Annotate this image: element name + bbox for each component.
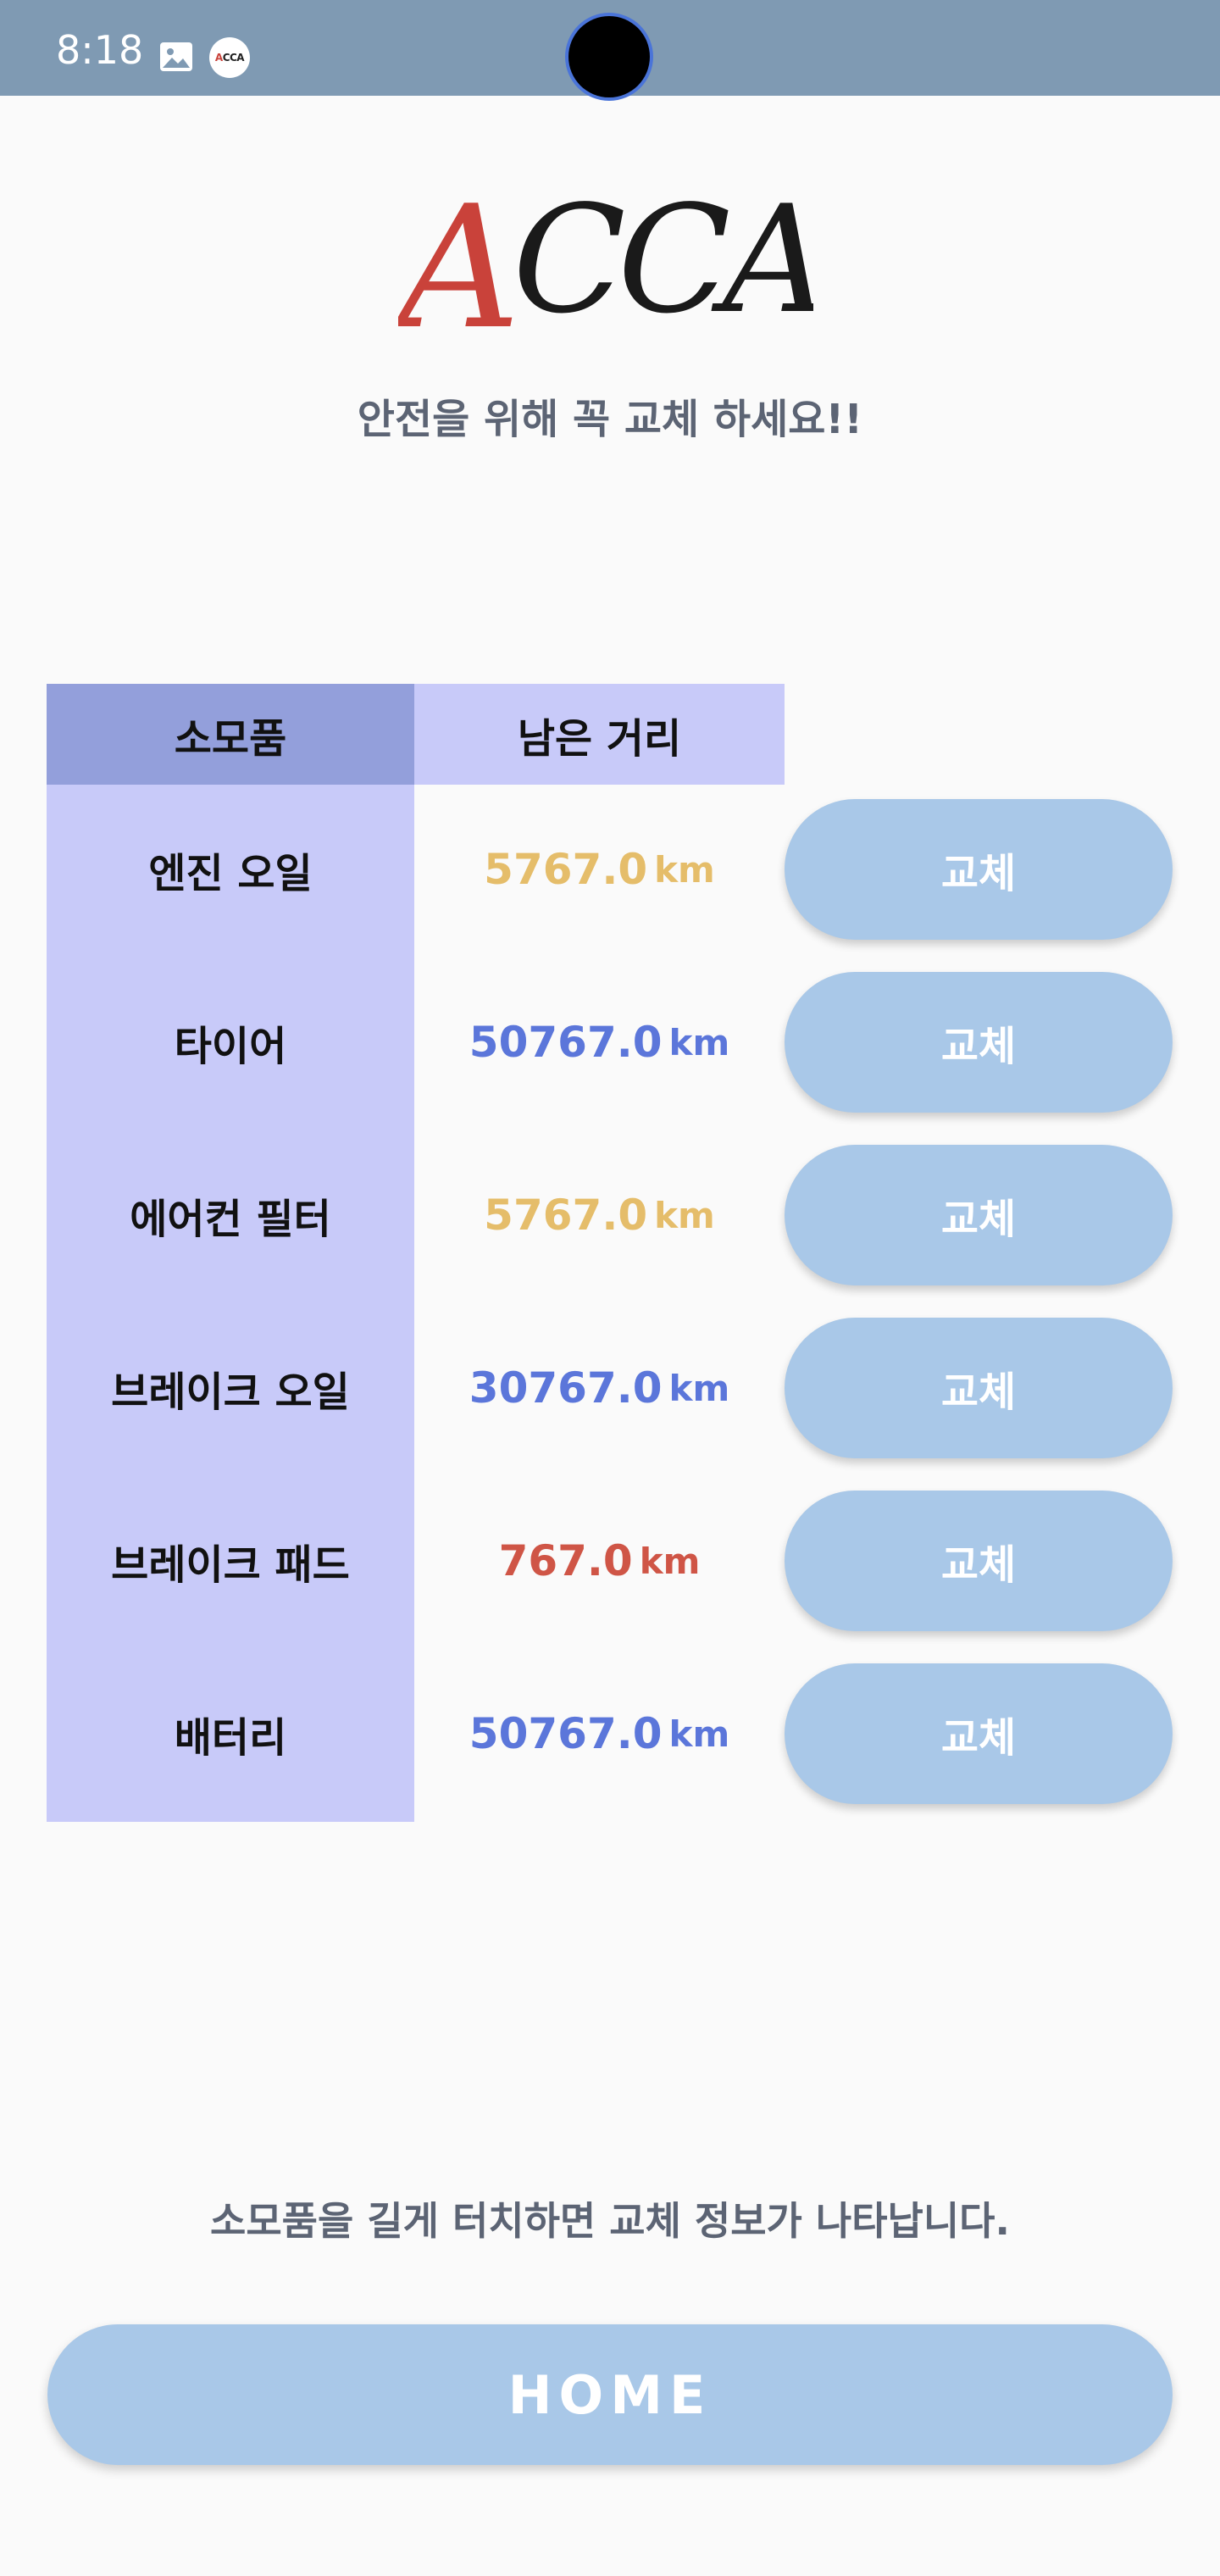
distance-value: 5767.0	[484, 845, 648, 894]
safety-subtitle: 안전을 위해 꼭 교체 하세요!!	[357, 396, 863, 443]
camera-cutout	[568, 16, 650, 97]
column-header-item: 소모품	[47, 684, 414, 785]
logo-letters-cca: CCA	[513, 175, 813, 343]
distance-unit: km	[654, 1194, 715, 1236]
item-name[interactable]: 엔진 오일	[148, 850, 313, 897]
distance-value: 50767.0	[469, 1709, 663, 1758]
distance-unit: km	[654, 848, 715, 891]
column-header-distance: 남은 거리	[414, 684, 785, 785]
item-column-background	[47, 684, 414, 1822]
distance-unit: km	[639, 1540, 701, 1582]
item-name[interactable]: 브레이크 패드	[111, 1541, 350, 1589]
item-name[interactable]: 브레이크 오일	[111, 1368, 350, 1416]
distance-unit: km	[668, 1367, 730, 1409]
replace-button[interactable]: 교체	[785, 972, 1173, 1113]
item-name[interactable]: 배터리	[174, 1714, 287, 1762]
long-press-hint: 소모품을 길게 터치하면 교체 정보가 나타납니다.	[210, 2198, 1010, 2244]
logo-letter-a-red: A	[398, 169, 520, 343]
item-name[interactable]: 에어컨 필터	[130, 1196, 331, 1243]
replace-button[interactable]: 교체	[785, 1318, 1173, 1458]
status-time: 8:18	[56, 27, 144, 73]
image-icon	[160, 42, 192, 71]
item-name[interactable]: 타이어	[174, 1023, 287, 1070]
distance-value: 30767.0	[469, 1363, 663, 1413]
distance-unit: km	[668, 1713, 730, 1755]
distance-value: 767.0	[498, 1536, 633, 1585]
home-button[interactable]: HOME	[47, 2324, 1173, 2465]
replace-button[interactable]: 교체	[785, 1145, 1173, 1285]
replace-button[interactable]: 교체	[785, 1491, 1173, 1631]
distance-value: 50767.0	[469, 1018, 663, 1067]
distance-value: 5767.0	[484, 1191, 648, 1240]
acca-logo: A CCA	[398, 169, 813, 343]
distance-unit: km	[668, 1021, 730, 1063]
replace-button[interactable]: 교체	[785, 1663, 1173, 1804]
replace-button[interactable]: 교체	[785, 799, 1173, 940]
